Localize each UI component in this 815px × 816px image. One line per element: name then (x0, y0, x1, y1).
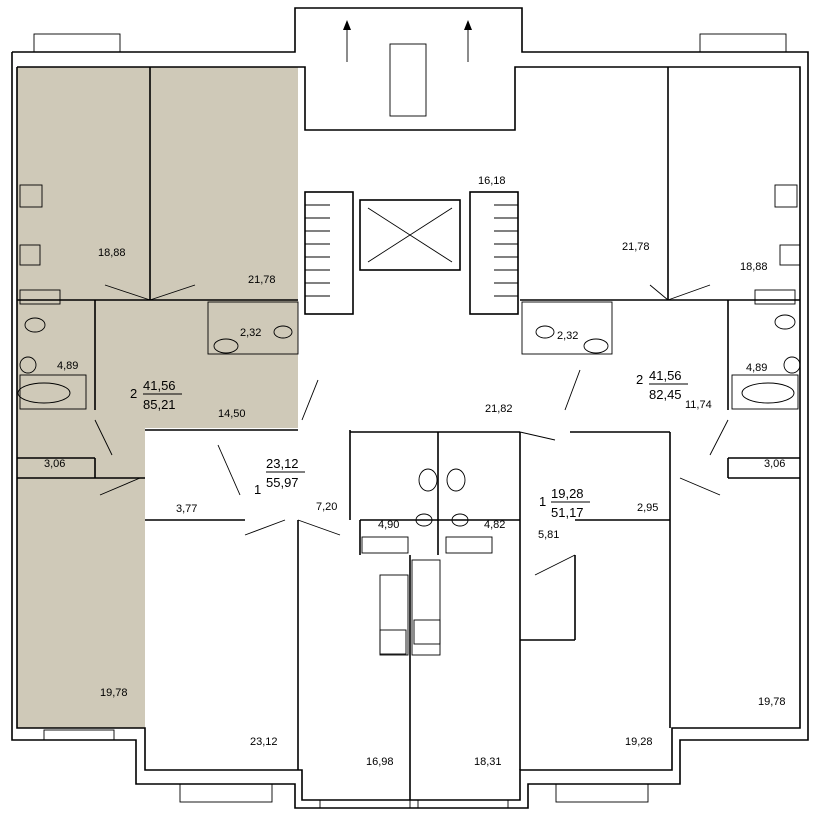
area-label: 18,88 (740, 261, 768, 273)
area-label: 18,31 (474, 756, 502, 768)
balcony-bottom-left (179, 783, 273, 803)
area-label: 7,20 (316, 501, 337, 513)
area-label: 21,78 (248, 274, 276, 286)
highlighted-apartment (17, 67, 298, 728)
svg-text:55,97: 55,97 (266, 475, 299, 490)
area-label: 21,78 (622, 241, 650, 253)
area-label: 11,74 (685, 399, 712, 411)
area-label: 4,89 (57, 360, 78, 372)
window-bottom-c1 (319, 799, 411, 809)
area-label: 16,18 (478, 175, 506, 187)
area-label: 19,28 (625, 736, 653, 748)
area-label: 5,81 (538, 529, 559, 541)
stair-right (469, 191, 519, 315)
apartment-center-summary: 1 23,12 55,97 (254, 456, 305, 497)
balcony-bottom-right (555, 783, 649, 803)
apartment-right-summary: 2 41,56 82,45 (636, 368, 688, 402)
area-label: 19,78 (758, 696, 786, 708)
svg-text:2: 2 (130, 386, 137, 401)
stair-left (304, 191, 354, 315)
svg-text:2: 2 (636, 372, 643, 387)
area-label: 18,88 (98, 247, 126, 259)
stair-treads (305, 204, 518, 297)
kitchen-fixtures-left (19, 184, 801, 655)
svg-text:1: 1 (539, 494, 546, 509)
svg-text:41,56: 41,56 (649, 368, 682, 383)
window-bottom-c2 (417, 799, 509, 809)
svg-text:41,56: 41,56 (143, 378, 176, 393)
svg-text:23,12: 23,12 (266, 456, 299, 471)
area-label: 21,82 (485, 403, 513, 415)
room-labels: 18,88 21,78 2,32 4,89 14,50 3,06 19,78 1… (44, 175, 786, 768)
area-label: 4,82 (484, 519, 505, 531)
area-label: 2,95 (637, 502, 658, 514)
apartment-left-summary: 2 41,56 85,21 (130, 378, 182, 412)
area-label: 3,77 (176, 503, 197, 515)
svg-text:85,21: 85,21 (143, 397, 176, 412)
toilet-icon (17, 314, 801, 527)
svg-text:82,45: 82,45 (649, 387, 682, 402)
svg-text:1: 1 (254, 482, 261, 497)
inner-outer-wall (16, 66, 801, 801)
balcony-top-right (699, 33, 787, 53)
area-label: 3,06 (764, 458, 785, 470)
arrow-up-icon (343, 20, 472, 62)
svg-text:51,17: 51,17 (551, 505, 584, 520)
svg-text:19,28: 19,28 (551, 486, 584, 501)
area-label: 4,90 (378, 519, 399, 531)
area-label: 14,50 (218, 408, 246, 420)
window-top-center (389, 43, 427, 117)
door-swings (94, 284, 729, 576)
outer-wall (11, 7, 809, 809)
area-label: 16,98 (366, 756, 394, 768)
area-label: 3,06 (44, 458, 65, 470)
area-label: 19,78 (100, 687, 128, 699)
area-label: 2,32 (240, 327, 261, 339)
area-label: 2,32 (557, 330, 578, 342)
lift-shaft (359, 199, 461, 271)
area-label: 4,89 (746, 362, 767, 374)
balcony-top-left (33, 33, 121, 53)
apartment-center-right-summary: 1 19,28 51,17 (539, 486, 590, 520)
window-bottom-left (43, 729, 115, 741)
area-label: 23,12 (250, 736, 278, 748)
